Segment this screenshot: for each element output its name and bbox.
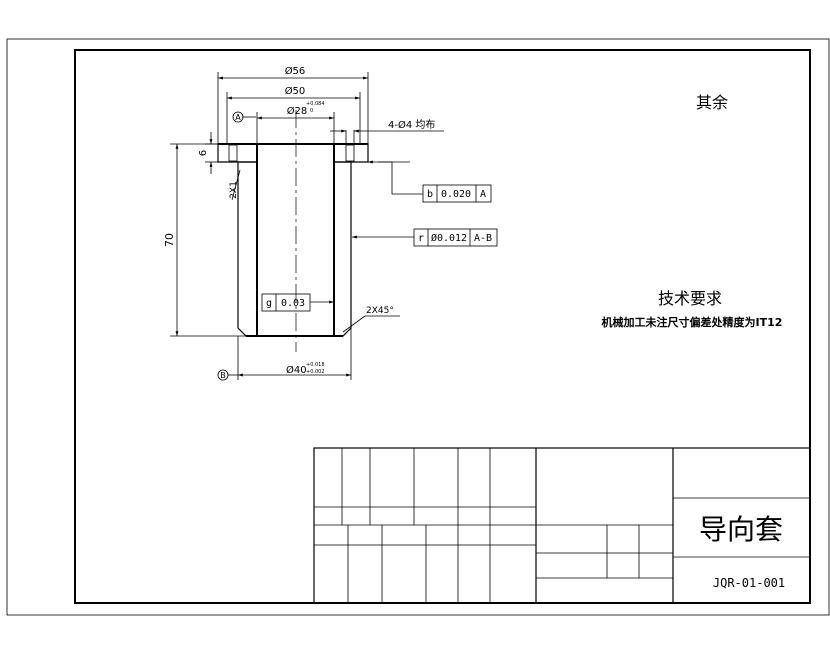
tol-perp-value: 0.020 [441,189,471,200]
dim-d40-tol-lower: +0.002 [306,369,325,375]
dim-d28-tol: +0.084 [306,101,325,107]
outer-frame [6,38,830,616]
dim-holes: 4-Ø4 均布 [388,119,435,131]
tol-runout-value: Ø0.012 [431,232,467,244]
dim-d28: Ø28 [287,105,308,117]
dim-d56: Ø56 [285,65,306,77]
datum-a-label: A [235,113,241,122]
dim-d50: Ø50 [285,85,306,97]
datum-b-label: B [220,371,226,380]
tol-frame-runout: r Ø0.012 A-B [413,228,498,247]
dim-chamfer-2x1: 2X1 [229,181,239,199]
part-section [217,110,369,352]
tol-cyl-symbol: g [266,298,272,309]
tol-frame-cyl: g 0.03 [261,293,311,312]
tech-requirements-text: 机械加工未注尺寸偏差处精度为IT12 [602,315,783,329]
surface-note: 其余 [696,93,728,112]
part-name: 导向套 [699,513,783,546]
tol-perp-symbol: b [427,189,433,200]
dim-d40: Ø40 [286,364,307,376]
dimensions [170,72,444,380]
tech-requirements-title: 技术要求 [658,289,722,308]
tol-cyl-value: 0.03 [281,298,305,309]
dim-d40-tol-upper: +0.018 [306,362,325,368]
dim-chamfer-2x45: 2X45° [366,306,394,316]
tol-frame-perp: b 0.020 A [422,184,492,203]
datum-a: A [232,111,256,123]
tol-runout-ref: A-B [474,233,492,244]
tol-perp-ref: A [480,189,486,200]
dim-d28-tol-lower: 0 [310,108,313,114]
tol-runout-symbol: r [418,233,424,244]
drawing-number: JQR-01-001 [713,576,785,590]
datum-b: B [217,369,238,381]
dim-h70: 70 [163,233,176,247]
dim-h6: 6 [198,150,209,156]
title-block [313,447,811,604]
